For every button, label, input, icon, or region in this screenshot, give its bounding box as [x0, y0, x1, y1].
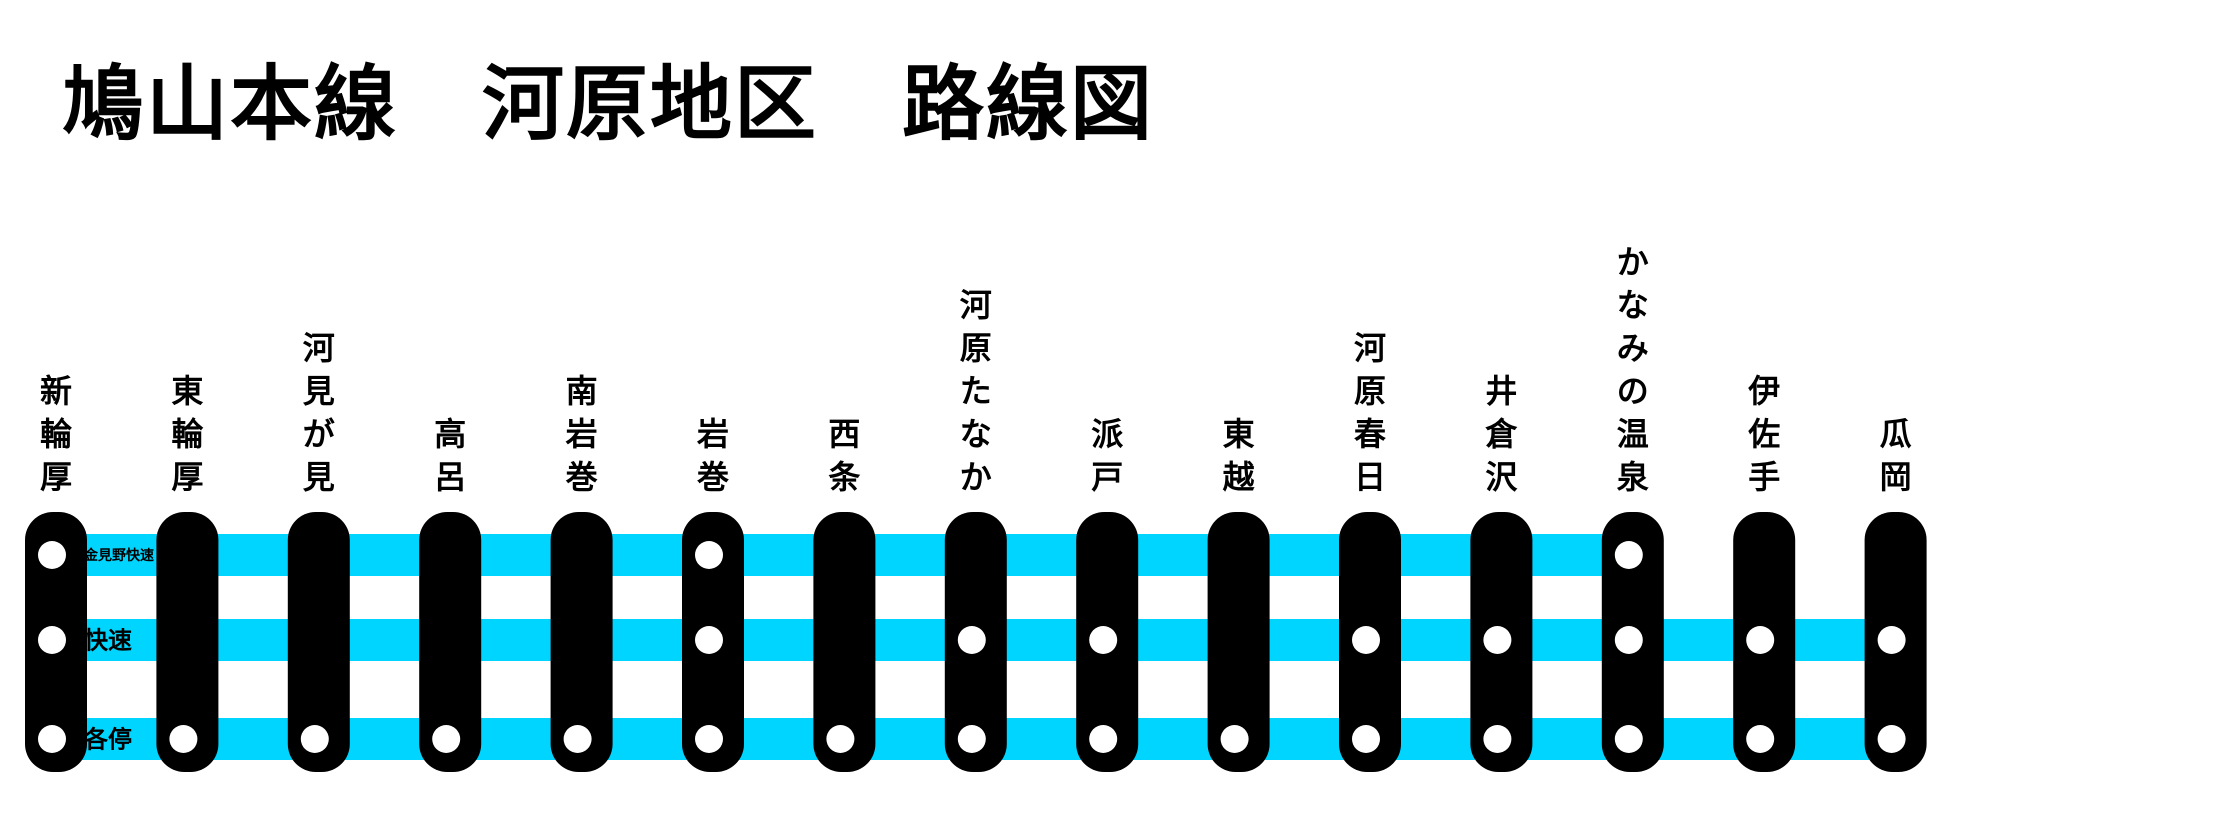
- station-name-char: 巻: [565, 458, 598, 496]
- station-name-char: 岩: [566, 415, 598, 453]
- station-pillar: [156, 512, 219, 772]
- station-name-char: 東: [171, 372, 203, 410]
- station-name-char: か: [1617, 243, 1649, 281]
- stop-marker: [1746, 725, 1775, 753]
- stop-marker: [695, 725, 723, 753]
- station-name-char: 新: [40, 372, 72, 410]
- service-label-rapid: 快速: [84, 627, 132, 655]
- stop-marker: [1220, 725, 1249, 753]
- stop-marker: [695, 541, 723, 569]
- stop-marker: [1483, 725, 1512, 753]
- station-name-char: 西: [828, 415, 860, 453]
- station-pillar: [287, 512, 350, 772]
- stop-marker: [38, 626, 66, 654]
- stop-marker: [1352, 626, 1380, 654]
- station-pillar: [550, 512, 613, 772]
- station-name-char: 見: [303, 458, 335, 496]
- page-title: 鳩山本線 河原地区 路線図: [62, 57, 1155, 152]
- station-name-char: た: [960, 372, 992, 410]
- stop-marker: [1089, 725, 1118, 753]
- stop-marker: [826, 725, 855, 753]
- station-name-char: 春: [1354, 415, 1386, 453]
- station-name-char: 井: [1485, 372, 1517, 410]
- station-name-char: 巻: [696, 458, 729, 496]
- stop-marker: [1614, 626, 1643, 654]
- station-name-char: 手: [1748, 458, 1780, 496]
- stop-marker: [38, 725, 66, 753]
- stop-marker: [1089, 626, 1118, 654]
- station-name-char: 泉: [1617, 458, 1649, 496]
- station-name-char: 厚: [40, 458, 72, 496]
- station-name-char: 原: [1354, 372, 1386, 410]
- station-pillar: [1207, 512, 1270, 772]
- station-name-char: 倉: [1484, 415, 1518, 453]
- stop-marker: [563, 725, 592, 753]
- station-pillar: [419, 512, 482, 772]
- stop-marker: [1614, 725, 1643, 753]
- station-name-char: 戸: [1091, 458, 1123, 496]
- station-name-char: み: [1617, 329, 1649, 367]
- station-name-char: 輪: [171, 415, 203, 453]
- stop-marker: [1483, 626, 1512, 654]
- service-label-local: 各停: [83, 726, 132, 754]
- stop-marker: [300, 725, 329, 753]
- station-name-char: の: [1617, 372, 1649, 410]
- stop-marker: [432, 725, 461, 753]
- service-label-kanmino: 金見野快速: [83, 547, 154, 564]
- station-name-char: 高: [434, 415, 466, 453]
- station-name-char: 岡: [1880, 458, 1912, 496]
- station-name-char: 輪: [40, 415, 72, 453]
- stop-marker: [1877, 725, 1906, 753]
- station-name-char: か: [960, 458, 992, 496]
- stop-marker: [38, 541, 66, 569]
- station-name-char: 派: [1091, 415, 1123, 453]
- stop-marker: [1352, 725, 1380, 753]
- station-name-char: 温: [1617, 415, 1649, 453]
- station-name-char: 瓜: [1880, 415, 1912, 453]
- stop-marker: [169, 725, 198, 753]
- stop-marker: [1614, 541, 1643, 569]
- station-name-char: な: [1617, 286, 1649, 324]
- station-name-char: 日: [1354, 458, 1386, 496]
- station-name-char: 沢: [1485, 458, 1518, 496]
- station-name-char: 東: [1223, 415, 1255, 453]
- station-name-char: 越: [1223, 458, 1256, 496]
- stop-marker: [1877, 626, 1906, 654]
- station-pillar: [813, 512, 876, 772]
- station-name-char: 見: [303, 372, 335, 410]
- station-name-char: 河: [303, 329, 335, 367]
- station-name-char: 呂: [434, 458, 466, 496]
- stop-marker: [957, 725, 986, 753]
- station-name-char: 岩: [697, 415, 729, 453]
- station-name-char: 河: [960, 286, 992, 324]
- station-name-char: な: [960, 415, 992, 453]
- stop-marker: [957, 626, 986, 654]
- station-name-char: 原: [960, 329, 992, 367]
- station-name-char: 条: [828, 458, 860, 496]
- station-name-char: 厚: [171, 458, 203, 496]
- stop-marker: [695, 626, 723, 654]
- station-name-char: 佐: [1747, 415, 1780, 453]
- stop-marker: [1746, 626, 1775, 654]
- station-name-char: 南: [566, 372, 598, 410]
- station-name-char: が: [303, 415, 335, 453]
- station-name-char: 河: [1354, 329, 1386, 367]
- station-name-char: 伊: [1747, 372, 1780, 410]
